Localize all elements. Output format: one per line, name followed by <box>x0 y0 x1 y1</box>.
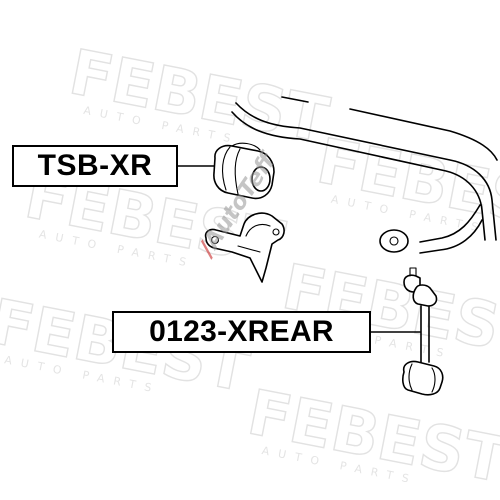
bracket-part <box>204 212 285 283</box>
part-label-bushing: TSB-XR <box>12 145 178 187</box>
stabilizer-bar <box>231 96 498 254</box>
part-label-link: 0123-XREAR <box>112 311 371 353</box>
bushing-part <box>213 142 275 200</box>
stabilizer-link-part <box>402 267 444 396</box>
